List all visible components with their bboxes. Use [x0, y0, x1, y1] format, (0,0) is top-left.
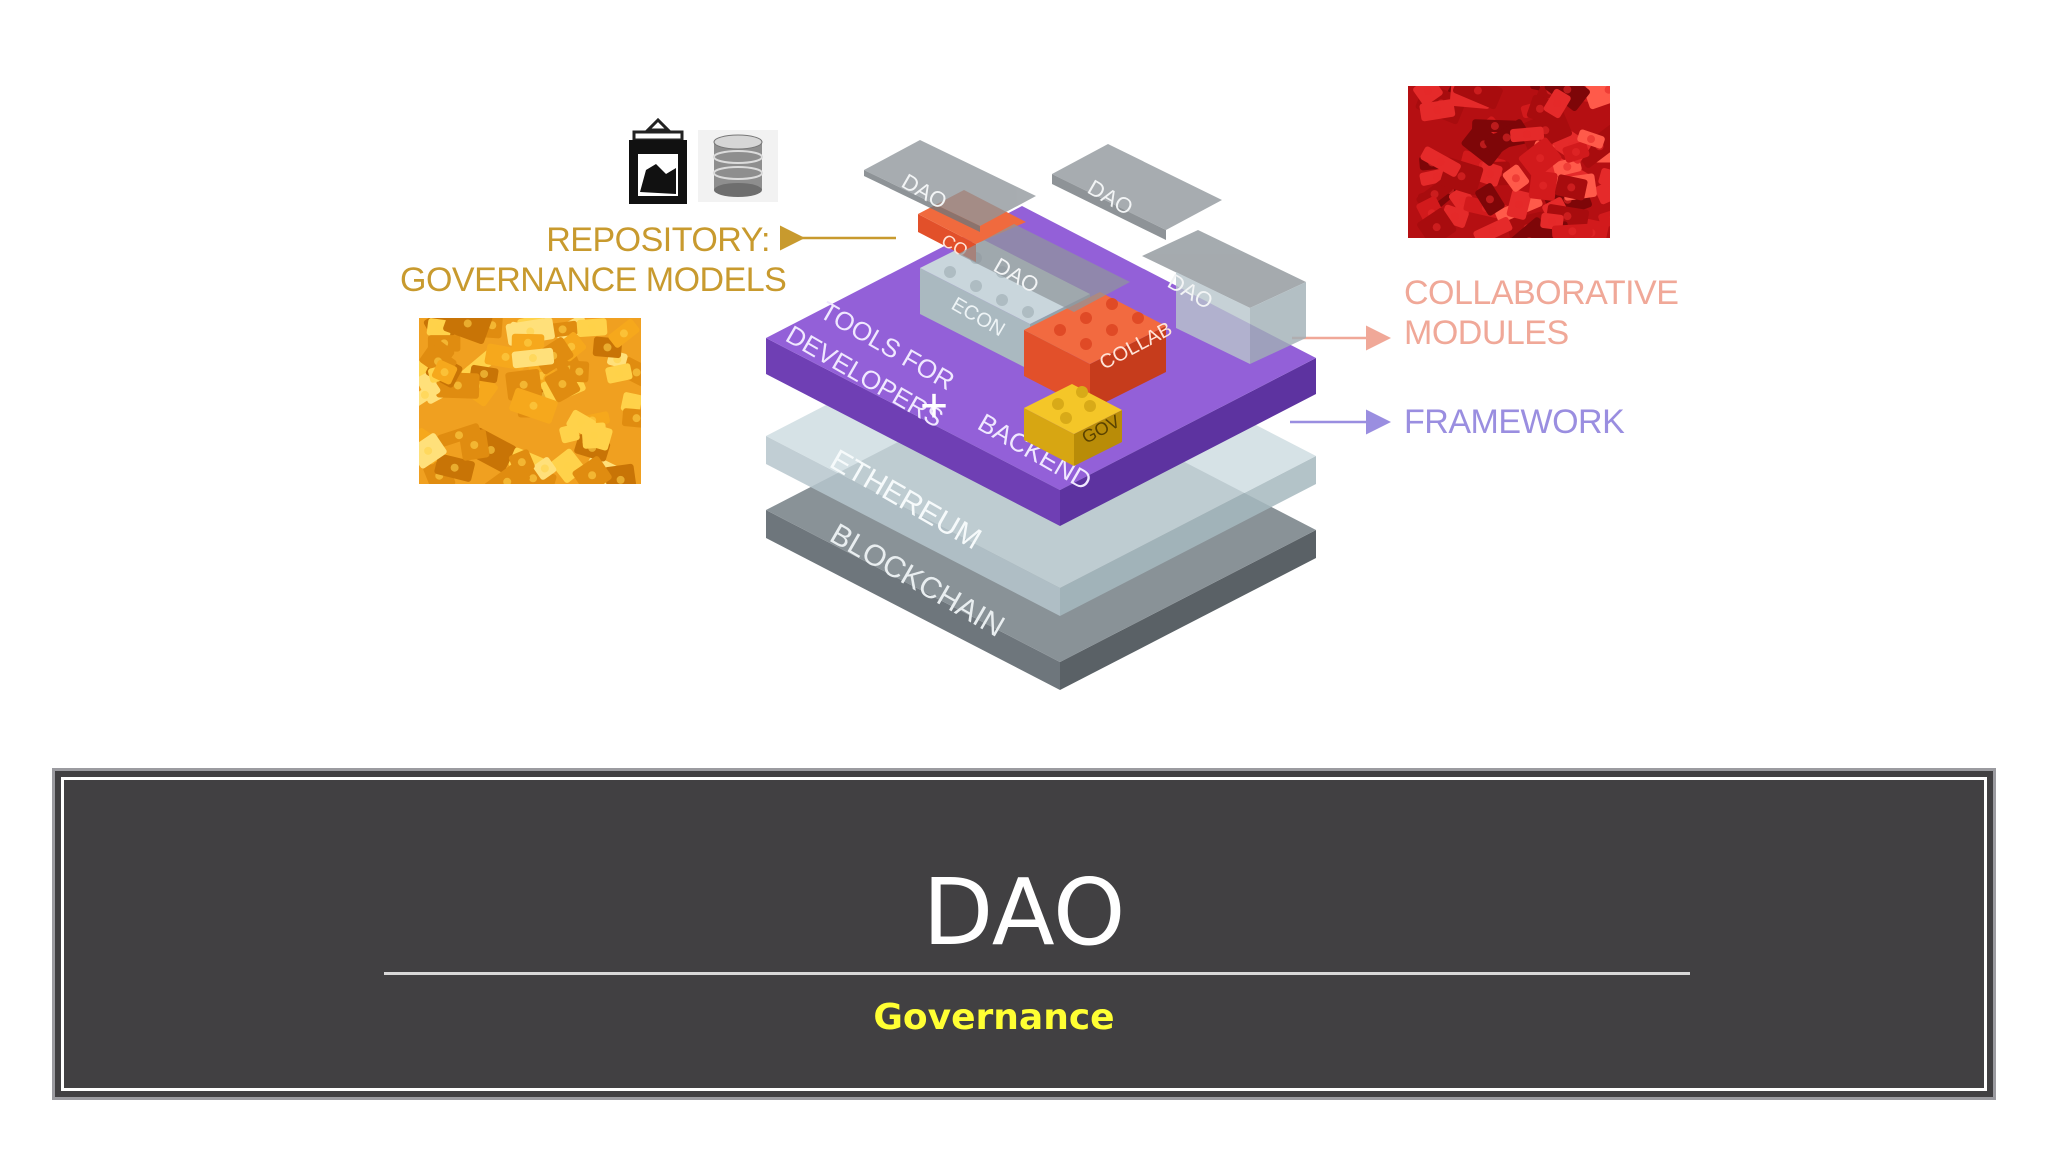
- framework-label-text: FRAMEWORK: [1404, 403, 1625, 441]
- collaborative-modules-label: COLLABORATIVE MODULES: [1404, 273, 1679, 353]
- collaborative-label-line1: COLLABORATIVE: [1404, 274, 1679, 312]
- slide-title: DAO: [922, 859, 1126, 966]
- dao-tile-2: [1052, 144, 1222, 240]
- collab-block: [1024, 292, 1166, 410]
- dao-tile-1: [864, 140, 1036, 232]
- ballot-box-icon: [626, 118, 690, 208]
- red-bricks-image: [1408, 86, 1610, 238]
- title-divider: [384, 972, 1690, 975]
- framework-label: FRAMEWORK: [1404, 402, 1625, 442]
- gov-block: [1024, 384, 1122, 466]
- yellow-bricks-image: [419, 318, 641, 484]
- collaborative-label-line2: MODULES: [1404, 314, 1569, 352]
- repository-label: REPOSITORY: GOVERNANCE MODELS: [400, 220, 787, 300]
- repository-label-line1: REPOSITORY:: [546, 221, 770, 259]
- title-bar-inner-frame: DAO Governance: [61, 777, 1987, 1091]
- title-bar: DAO Governance: [52, 768, 1996, 1100]
- plus-sign: +: [920, 380, 948, 433]
- dao-tile-3: [958, 224, 1130, 312]
- database-icon: [698, 130, 778, 202]
- repository-label-line2: GOVERNANCE MODELS: [400, 261, 787, 299]
- dao-tile-4: [1142, 230, 1306, 364]
- slide-subtitle: Governance: [873, 997, 1115, 1038]
- layer-stack-diagram: BLOCKCHAIN ETHEREUM TOOLS FOR DEVELOPERS…: [766, 140, 1391, 690]
